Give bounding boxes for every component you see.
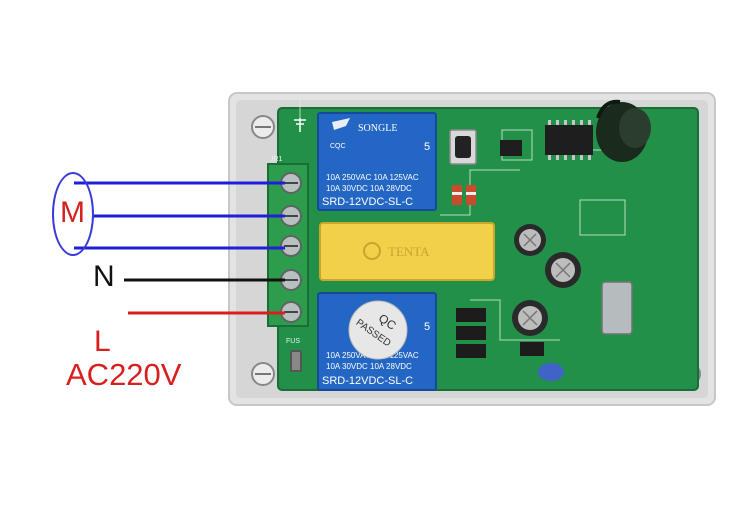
jumper-pins xyxy=(456,308,486,358)
relay-bottom-model: SRD-12VDC-SL-C xyxy=(322,375,413,387)
relay-top: SONGLE CQC 5 10A 250VAC 10A 125VAC 10A 3… xyxy=(317,112,437,211)
film-capacitor: TENTA xyxy=(319,222,495,281)
push-button xyxy=(449,129,477,165)
electrolytic-capacitor xyxy=(514,224,546,256)
ic-chip-main xyxy=(545,120,593,160)
voltage-label: AC220V xyxy=(66,357,182,392)
voltage-regulator xyxy=(520,342,544,356)
screw-bottom-left xyxy=(251,362,275,386)
motor-label: M xyxy=(60,196,85,229)
silkscreen-fuse: FUS xyxy=(286,338,300,345)
terminal-screw xyxy=(280,235,302,257)
diodes xyxy=(452,185,476,205)
motor-symbol-icon xyxy=(52,172,94,256)
neutral-label: N xyxy=(93,260,115,293)
relay-top-number: 5 xyxy=(424,141,430,153)
relay-bottom-number: 5 xyxy=(424,321,430,333)
relay-top-logo-icon xyxy=(332,118,350,130)
capacitor-brand: TENTA xyxy=(388,244,430,259)
live-label: L xyxy=(94,325,111,358)
relay-bottom-rating-2: 10A 30VDC 10A 28VDC xyxy=(326,362,412,371)
crystal-oscillator xyxy=(601,281,633,335)
fuse xyxy=(290,350,302,372)
terminal-screw xyxy=(280,301,302,323)
capacitor-logo-icon xyxy=(363,242,381,260)
relay-top-brand: SONGLE xyxy=(358,123,397,134)
screw-top-left xyxy=(251,115,275,139)
relay-top-model: SRD-12VDC-SL-C xyxy=(322,196,413,208)
silkscreen-jr1: JR1 xyxy=(270,156,283,163)
relay-top-rating-2: 10A 30VDC 10A 28VDC xyxy=(326,184,412,193)
ceramic-capacitor xyxy=(538,363,564,381)
terminal-screws xyxy=(280,172,302,323)
electrolytic-capacitor xyxy=(545,252,581,288)
ic-chip-small xyxy=(500,140,522,156)
relay-top-cert: CQC xyxy=(330,143,346,150)
antenna-mark-icon xyxy=(294,118,306,132)
antenna-coil xyxy=(596,99,651,162)
relay-top-rating-1: 10A 250VAC 10A 125VAC xyxy=(326,173,419,182)
electrolytic-capacitor xyxy=(512,300,548,336)
qc-sticker xyxy=(348,300,408,360)
relay-bottom: 5 10A 250VAC 10A 125VAC 10A 30VDC 10A 28… xyxy=(317,292,437,391)
